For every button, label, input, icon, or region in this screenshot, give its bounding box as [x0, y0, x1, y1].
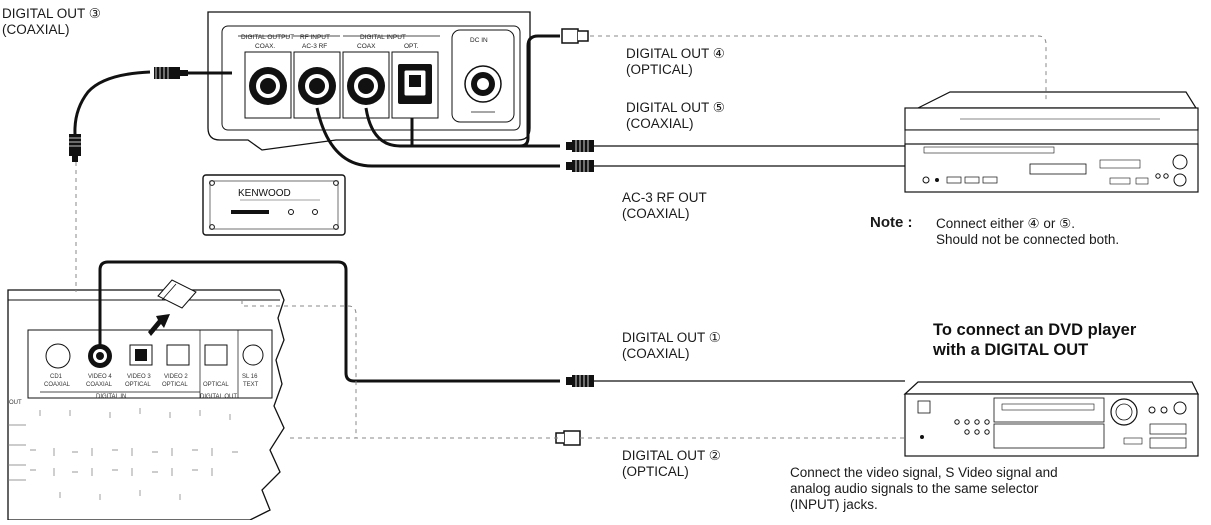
ac3-rf-jack-icon — [298, 67, 336, 105]
dashed-guides — [75, 35, 1047, 439]
receiver-label-digital-in: DIGITAL IN — [96, 394, 126, 400]
panel-label-digital-input: DIGITAL INPUT — [360, 34, 406, 41]
label-digital-out-3: DIGITAL OUT ③ — [2, 6, 101, 21]
receiver-rear-panel: CD1 COAXIAL VIDEO 4 COAXIAL VIDEO 3 OPTI… — [7, 279, 285, 521]
optical-in-jack-icon — [398, 64, 432, 104]
receiver-video3-optical-jack-icon — [129, 344, 153, 366]
note-line-1: Connect either ④ or ⑤. — [936, 216, 1076, 231]
note-line-2: Should not be connected both. — [936, 232, 1120, 247]
panel-label-digital-output: DIGITAL OUTPUT — [241, 34, 294, 41]
receiver-label-optical: OPTICAL — [203, 382, 229, 388]
label-digital-out-1-type: (COAXIAL) — [622, 346, 690, 361]
coax-plug-icon-vertical — [69, 134, 81, 162]
label-digital-out-3-type: (COAXIAL) — [2, 22, 70, 37]
label-digital-out-4-type: (OPTICAL) — [626, 62, 693, 77]
panel-label-ac3-rf: AC-3 RF — [302, 43, 327, 50]
panel-label-dc-in: DC IN — [470, 37, 488, 44]
receiver-label-video2-type: OPTICAL — [162, 382, 188, 388]
dvd-heading-line-2: with a DIGITAL OUT — [933, 341, 1089, 359]
optical-plug-insertion-icon — [148, 279, 197, 336]
receiver-label-text: TEXT — [243, 382, 259, 388]
dvd-description-line-1: Connect the video signal, S Video signal… — [790, 465, 1058, 480]
dvd-heading-line-1: To connect an DVD player — [933, 321, 1137, 339]
dc-in-jack-icon — [464, 65, 502, 113]
label-digital-out-5: DIGITAL OUT ⑤ — [626, 100, 725, 115]
label-digital-out-4: DIGITAL OUT ④ — [626, 46, 725, 61]
panel-label-coax: COAX. — [255, 43, 275, 50]
label-digital-out-5-type: (COAXIAL) — [626, 116, 694, 131]
coax-out-jack-icon — [249, 67, 287, 105]
label-digital-out-1: DIGITAL OUT ① — [622, 330, 721, 345]
receiver-terminal-grid — [8, 408, 238, 500]
coax-plug-icon — [154, 67, 188, 79]
receiver-label-video4: VIDEO 4 — [88, 374, 112, 380]
receiver-label-digital-out: DIGITAL OUT — [200, 394, 237, 400]
decoder-unit: KENWOOD — [202, 174, 346, 236]
laserdisc-player — [904, 91, 1199, 193]
decoder-brand-logo: KENWOOD — [238, 188, 291, 199]
receiver-label-video3: VIDEO 3 — [127, 374, 151, 380]
receiver-label-side-out: OUT — [9, 400, 22, 406]
dvd-description-line-3: (INPUT) jacks. — [790, 497, 878, 512]
label-digital-out-2-type: (OPTICAL) — [622, 464, 689, 479]
dvd-description-line-2: analog audio signals to the same selecto… — [790, 481, 1039, 496]
cables — [73, 34, 560, 383]
label-ac3-rf-out-type: (COAXIAL) — [622, 206, 690, 221]
coax-in-jack-icon — [347, 67, 385, 105]
panel-label-opt: OPT. — [404, 43, 419, 50]
label-ac3-rf-out: AC-3 RF OUT — [622, 190, 707, 205]
panel-label-rf-input: RF INPUT — [300, 34, 330, 41]
receiver-label-coaxial: COAXIAL — [44, 382, 71, 388]
decoder-jack-panel: DIGITAL OUTPUT RF INPUT DIGITAL INPUT CO… — [207, 11, 531, 151]
receiver-label-sl16: SL 16 — [242, 374, 258, 380]
receiver-video4-coax-jack-icon — [88, 344, 112, 368]
coax-plug-icon-row — [560, 140, 594, 387]
receiver-label-video4-type: COAXIAL — [86, 382, 113, 388]
receiver-label-cd1: CD1 — [50, 374, 63, 380]
dvd-player — [903, 381, 1199, 457]
receiver-label-video3-type: OPTICAL — [125, 382, 151, 388]
panel-label-coax2: COAX — [357, 43, 376, 50]
optical-plug-icon — [561, 28, 589, 44]
receiver-label-video2: VIDEO 2 — [164, 374, 188, 380]
label-digital-out-2: DIGITAL OUT ② — [622, 448, 721, 463]
optical-plug-icon-dvd — [555, 430, 581, 446]
note-prefix: Note : — [870, 214, 913, 231]
